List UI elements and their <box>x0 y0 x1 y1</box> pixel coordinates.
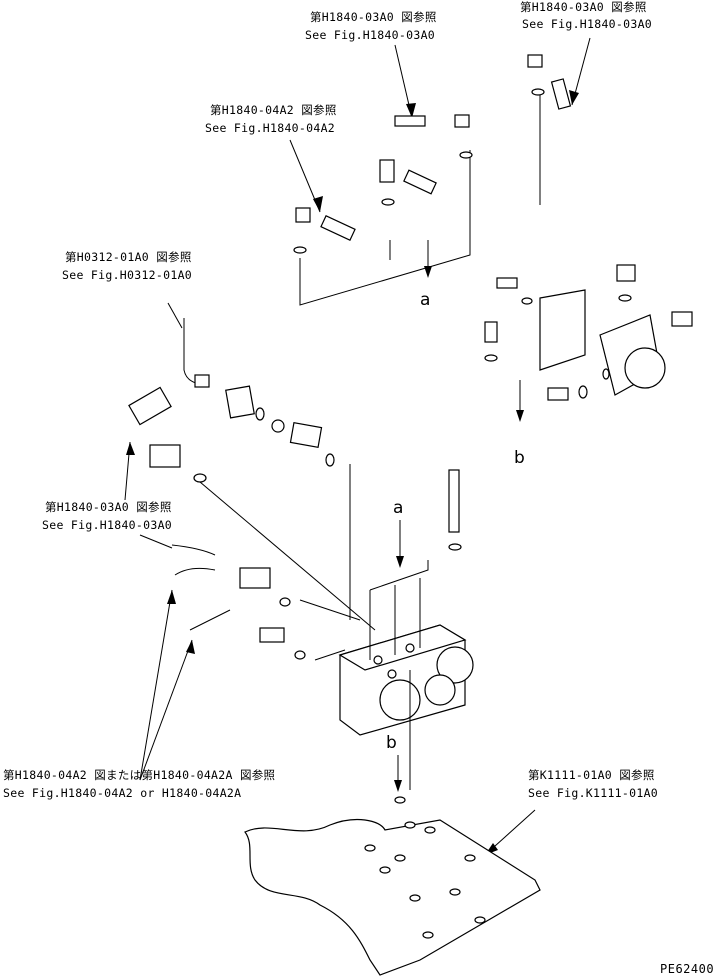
ref-label-3-jp: 第H1840-04A2 図参照 <box>210 103 337 117</box>
ref-label-7-en: See Fig.K1111-01A0 <box>528 786 659 800</box>
ref-label-5-jp: 第H1840-03A0 図参照 <box>45 500 172 514</box>
marker-b-right: b <box>514 448 525 468</box>
marker-b-bottom: b <box>386 733 397 753</box>
ref-label-6-en: See Fig.H1840-04A2 or H1840-04A2A <box>3 786 242 800</box>
ref-label-3-en: See Fig.H1840-04A2 <box>205 121 336 135</box>
ref-label-2-jp: 第H1840-03A0 図参照 <box>520 0 647 14</box>
lower-left-parts <box>171 544 361 661</box>
ref-label-7-jp: 第K1111-01A0 図参照 <box>528 768 655 782</box>
base-plate <box>244 796 541 976</box>
mid-left-parts <box>128 318 376 631</box>
ref-label-2-en: See Fig.H1840-03A0 <box>522 17 653 31</box>
drawing-code: PE62400 <box>660 962 715 976</box>
marker-a-top: a <box>420 290 431 310</box>
ref-label-4-en: See Fig.H0312-01A0 <box>62 268 193 282</box>
ref-label-5-en: See Fig.H1840-03A0 <box>42 518 173 532</box>
ref-label-4-jp: 第H0312-01A0 図参照 <box>65 250 192 264</box>
ref-label-1-en: See Fig.H1840-03A0 <box>305 28 436 42</box>
right-valve-assembly <box>484 264 693 422</box>
ref-label-6-jp: 第H1840-04A2 図または第H1840-04A2A 図参照 <box>3 768 276 782</box>
marker-a-mid: a <box>393 498 404 518</box>
main-valve-block <box>338 469 474 792</box>
ref-label-1-jp: 第H1840-03A0 図参照 <box>310 10 437 24</box>
fitting-group-top <box>293 54 572 254</box>
